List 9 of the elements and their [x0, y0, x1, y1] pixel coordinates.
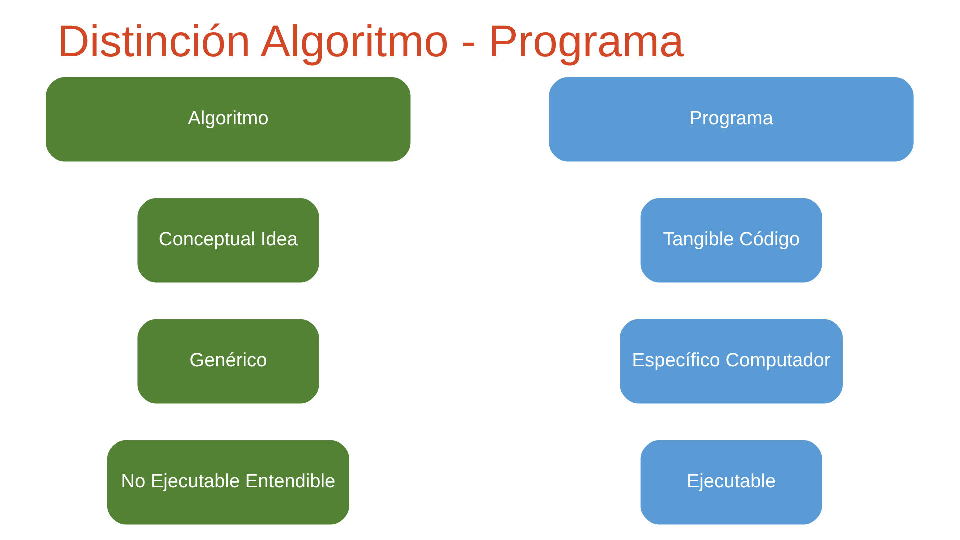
- node-box: Tangible Código: [639, 196, 824, 284]
- diagram-title: Distinción Algoritmo - Programa: [58, 18, 684, 67]
- node-box: Específico Computador: [618, 318, 845, 406]
- node-box: Ejecutable: [639, 438, 824, 526]
- node-box: Programa: [548, 76, 916, 164]
- node-box: Genérico: [136, 318, 321, 406]
- node-box: Conceptual Idea: [136, 196, 321, 284]
- node-box: Algoritmo: [44, 76, 412, 164]
- node-box: No Ejecutable Entendible: [106, 438, 352, 526]
